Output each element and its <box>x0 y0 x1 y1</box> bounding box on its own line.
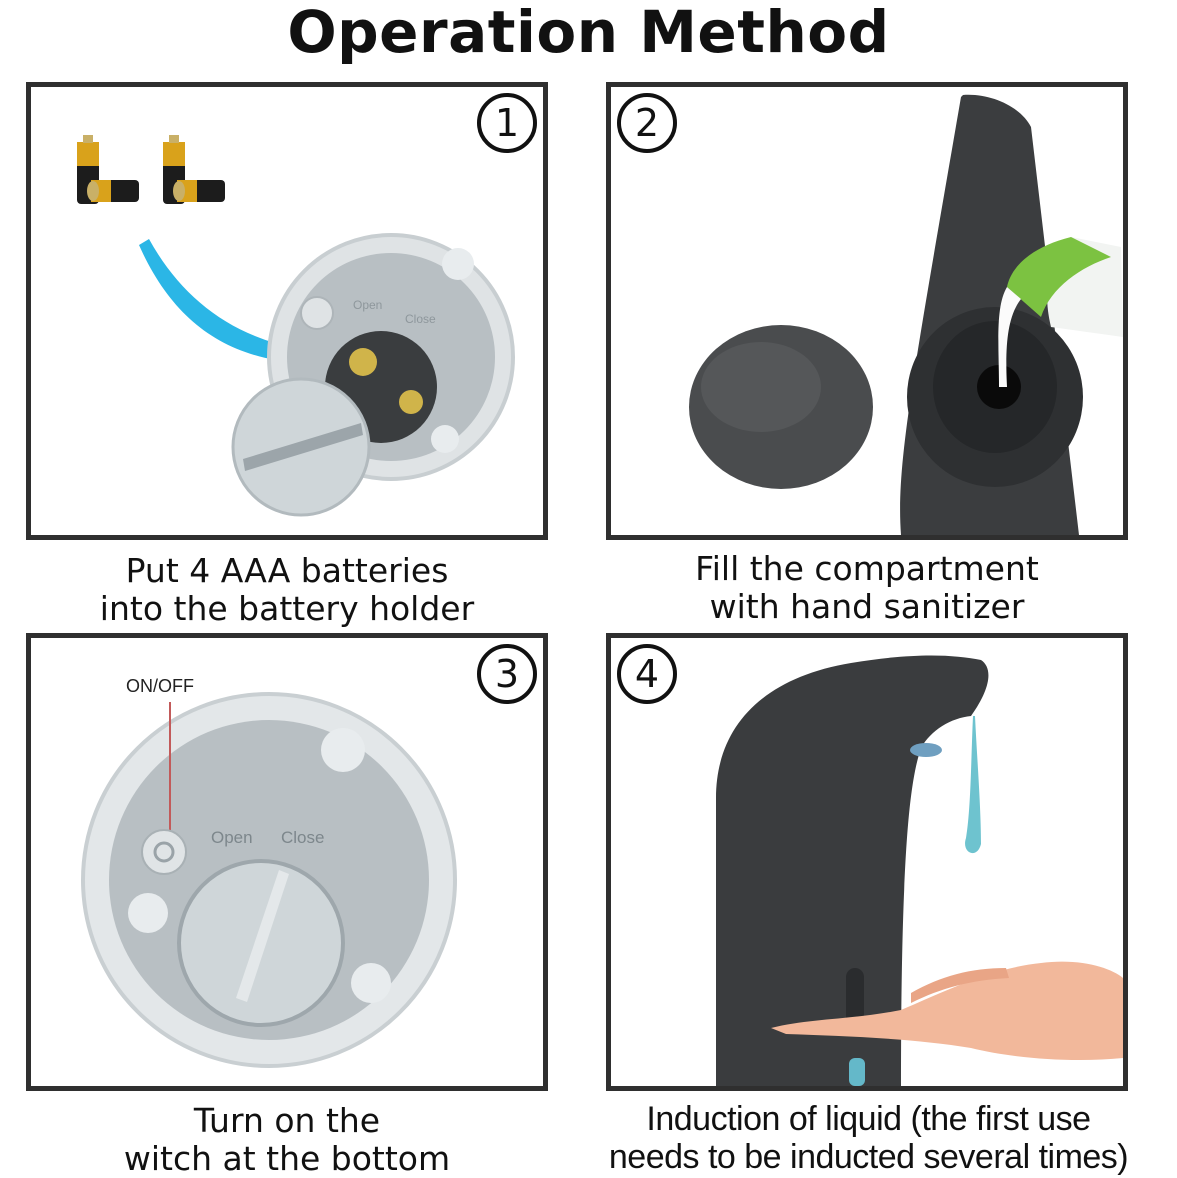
caption-line: into the battery holder <box>99 589 475 628</box>
dial-close-label: Close <box>281 828 324 847</box>
caption-line: Fill the compartment <box>695 549 1039 588</box>
switch-label: ON/OFF <box>126 676 194 696</box>
caption-line: with hand sanitizer <box>709 587 1025 626</box>
step-1-panel: Open Close 1 <box>26 82 548 540</box>
caption-line: Put 4 AAA batteries <box>125 551 449 590</box>
step-2-panel: 2 <box>606 82 1128 540</box>
step-number-badge: 4 <box>617 644 677 704</box>
caption-line: Induction of liquid (the first use <box>646 1100 1091 1138</box>
step-4-panel: 4 <box>606 633 1128 1091</box>
step-number-badge: 1 <box>477 93 537 153</box>
caption-line: Turn on the <box>193 1101 381 1140</box>
dial-open-label: Open <box>353 298 382 312</box>
battery-icon <box>77 135 139 204</box>
fill-compartment-illustration <box>689 94 1123 535</box>
dial-open-label: Open <box>211 828 253 847</box>
dispensing-illustration <box>716 655 1123 1086</box>
caption-line: needs to be inducted several times) <box>608 1138 1129 1176</box>
page-title: Operation Method <box>287 0 890 66</box>
step-2-caption: Fill the compartment with hand sanitizer <box>606 550 1128 626</box>
step-number-badge: 3 <box>477 644 537 704</box>
switch-illustration: Open Close <box>81 692 457 1068</box>
step-number-badge: 2 <box>617 93 677 153</box>
caption-line: witch at the bottom <box>123 1139 451 1178</box>
step-4-caption: Induction of liquid (the first use needs… <box>560 1100 1177 1176</box>
step-3-caption: Turn on the witch at the bottom <box>26 1102 548 1178</box>
step-1-caption: Put 4 AAA batteries into the battery hol… <box>26 552 548 628</box>
battery-icon <box>163 135 225 204</box>
battery-install-illustration: Open Close <box>77 135 515 517</box>
dial-close-label: Close <box>405 312 436 326</box>
step-3-panel: Open Close ON/OFF 3 <box>26 633 548 1091</box>
